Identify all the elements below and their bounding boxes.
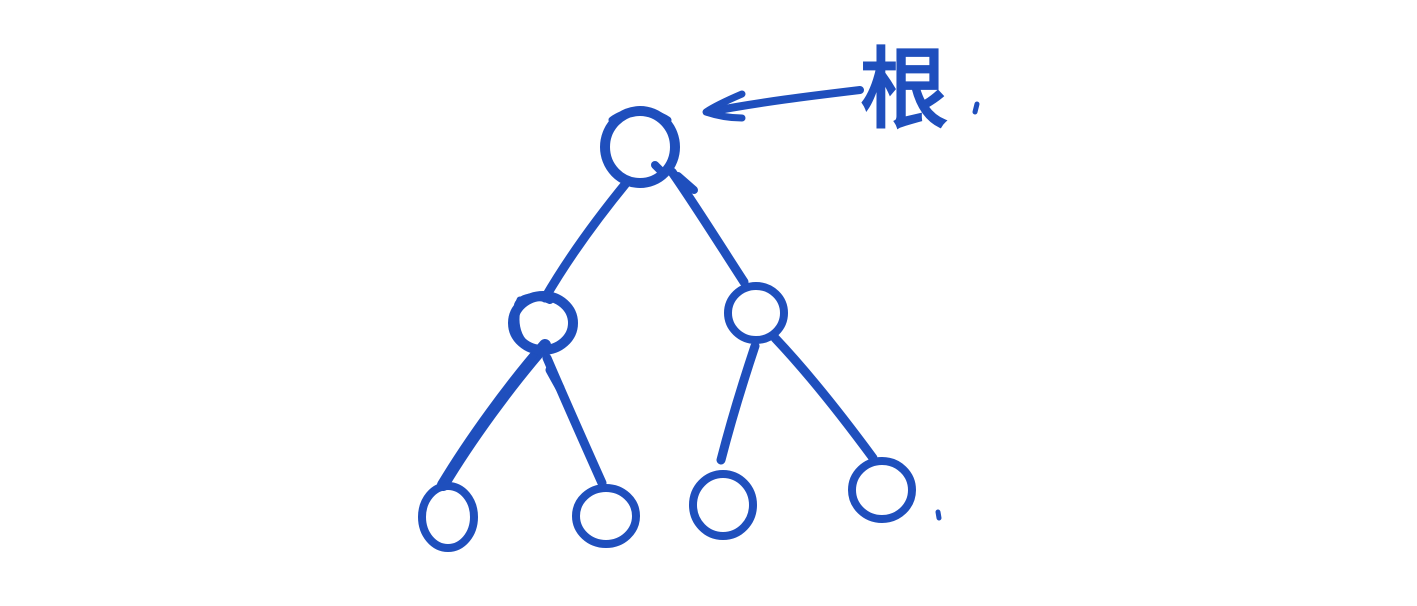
node-left-right-leaf — [572, 484, 640, 548]
edge-left-leftleaf-second — [443, 348, 540, 482]
arrow-shaft — [704, 86, 864, 116]
root-label: 根 — [860, 37, 948, 141]
edge-right-leftleaf — [716, 341, 760, 465]
node-left-child — [508, 291, 578, 356]
edge-right-rightleaf — [770, 333, 878, 463]
trailing-mark — [935, 509, 942, 521]
edge-root-left — [540, 177, 632, 303]
root-pointer-arrow — [702, 86, 864, 122]
arrow-head — [702, 90, 746, 122]
edge-left-rightleaf-accent — [545, 365, 565, 393]
edge-root-right — [667, 167, 749, 287]
node-right-right-leaf — [848, 457, 916, 523]
nodes — [418, 106, 942, 552]
label-comma — [972, 101, 980, 115]
node-right-left-leaf — [689, 470, 757, 540]
node-root — [600, 106, 680, 188]
edge-root-right-accent — [674, 172, 698, 194]
edges — [437, 167, 878, 491]
node-left-left-leaf — [418, 482, 478, 552]
node-right-child — [724, 282, 788, 344]
